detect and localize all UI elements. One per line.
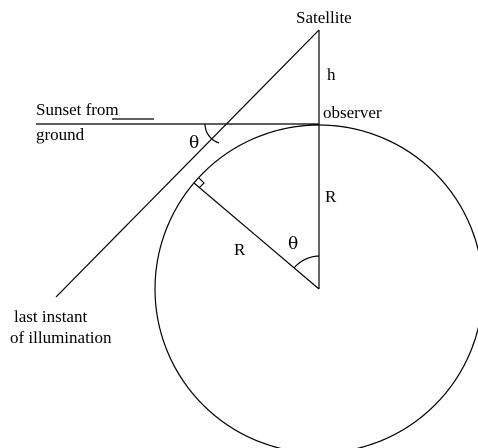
tangent-slanted-line [55,29,320,298]
theta-arc-left [204,123,220,144]
sunset-label-line2: ground [36,125,85,144]
theta-left-label: θ [189,133,199,153]
radius-diagonal-line [193,182,320,290]
radius-diagonal-label: R [234,240,246,259]
theta-arc-center [293,255,320,269]
h-label: h [327,65,336,84]
theta-center-label: θ [288,234,298,254]
radius-vertical-label: R [325,187,337,206]
sunset-label-line1: Sunset from [36,100,119,119]
right-angle-marker [198,177,205,189]
last-instant-label-line2: of illumination [10,328,112,347]
observer-label: observer [323,103,382,122]
satellite-label: Satellite [296,8,352,27]
last-instant-label-line1: last instant [14,307,87,326]
